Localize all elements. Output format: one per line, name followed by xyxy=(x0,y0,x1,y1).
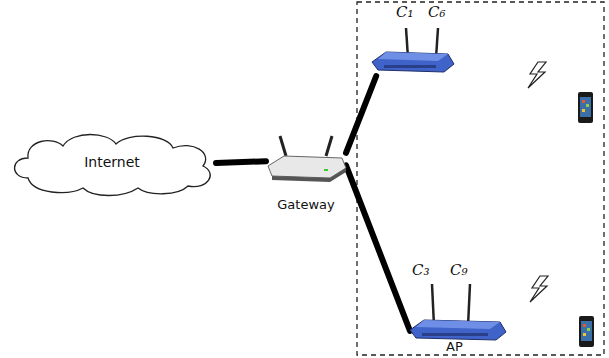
channel-label: C₉ xyxy=(450,262,468,279)
phone-icon xyxy=(579,316,594,347)
network-link xyxy=(216,161,266,163)
access-point: C₃ C₉ AP xyxy=(410,262,508,354)
network-link xyxy=(346,76,376,153)
phone-icon xyxy=(578,92,593,123)
internet-cloud: Internet xyxy=(8,128,216,198)
channel-label: C₁ xyxy=(396,4,414,21)
wireless-symbol xyxy=(528,62,546,88)
channel-label: C₆ xyxy=(428,4,446,21)
wireless-symbol xyxy=(530,276,548,302)
network-link xyxy=(346,165,410,331)
node-label: AP xyxy=(446,340,463,354)
gateway-router: Gateway xyxy=(266,136,346,220)
node-label: Gateway xyxy=(277,198,334,212)
access-point: C₁ C₆ xyxy=(372,4,456,76)
channel-label: C₃ xyxy=(412,262,430,279)
node-label: Internet xyxy=(84,155,140,170)
dashed-region xyxy=(357,2,604,355)
